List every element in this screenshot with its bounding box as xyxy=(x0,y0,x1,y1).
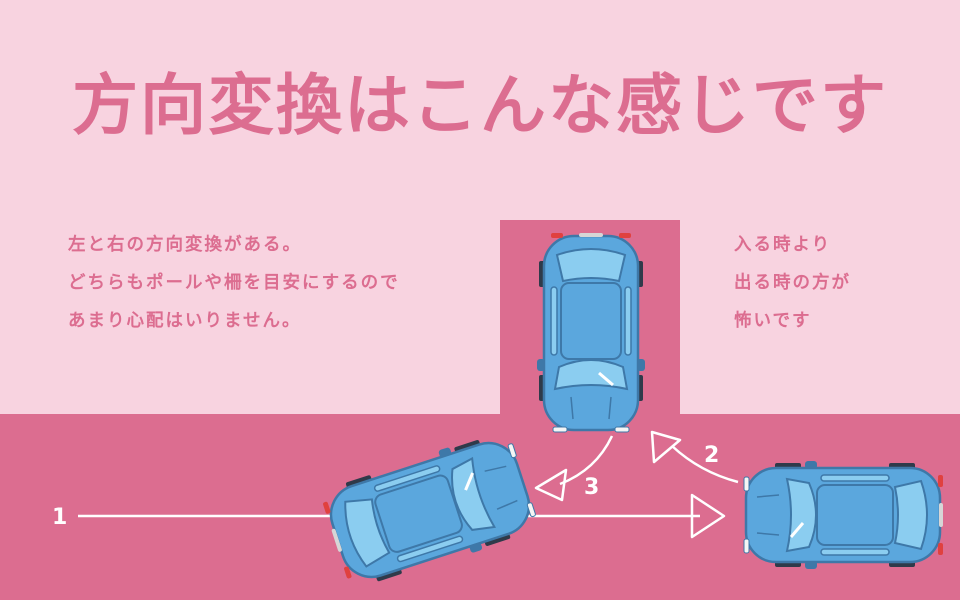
left-note-line-1: 左と右の方向変換がある。 xyxy=(68,235,302,255)
arrow-1-head xyxy=(690,493,726,539)
left-note: 左と右の方向変換がある。 どちらもポールや柵を目安にするので あまり心配はいりま… xyxy=(68,226,400,340)
page-title: 方向変換はこんな感じです xyxy=(72,67,888,144)
left-note-line-2: どちらもポールや柵を目安にするので xyxy=(68,273,400,293)
car-right xyxy=(742,459,945,571)
left-note-line-3: あまり心配はいりません。 xyxy=(68,311,302,331)
path-2-line xyxy=(671,445,739,484)
car-turning xyxy=(316,426,543,594)
right-note: 入る時より 出る時の方が 怖いです xyxy=(734,226,851,340)
step-1-label: 1 xyxy=(52,505,67,530)
step-3-label: 3 xyxy=(584,475,599,500)
right-note-line-3: 怖いです xyxy=(734,311,812,331)
path-3-line xyxy=(559,435,614,486)
car-in-side-road xyxy=(535,231,647,434)
arrow-3-head xyxy=(534,468,568,502)
arrow-2-head xyxy=(650,430,682,464)
step-2-label: 2 xyxy=(704,443,719,468)
right-note-line-2: 出る時の方が xyxy=(734,273,851,293)
right-note-line-1: 入る時より xyxy=(734,235,832,255)
